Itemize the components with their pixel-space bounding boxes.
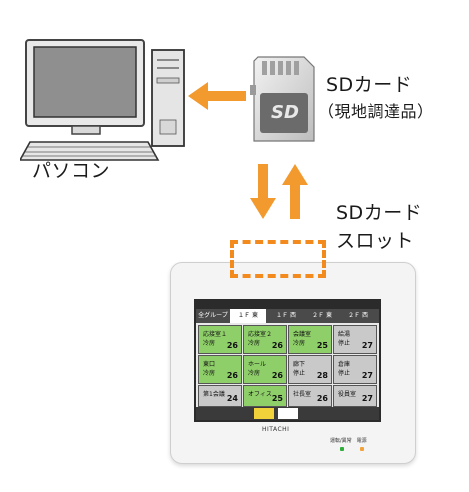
room-temp: 27 [361,394,373,403]
room-tile[interactable]: 社長室 26 [288,385,332,407]
room-temp: 28 [316,371,328,380]
room-name: 東口 [203,361,216,368]
room-name: 倉庫 [338,361,351,368]
controller-screen: 全グループ １Ｆ 東 １Ｆ 西 ２Ｆ 東 ２Ｆ 西 応接室１ 冷房 26 応接室… [194,299,381,422]
room-temp: 26 [226,371,238,380]
screen-tab-bar: 全グループ １Ｆ 東 １Ｆ 西 ２Ｆ 東 ２Ｆ 西 [196,309,379,323]
room-tile[interactable]: 応接室２ 冷房 26 [243,325,287,354]
room-name: 廊下 [293,361,306,368]
pc-label: パソコン [32,160,111,182]
room-temp: 26 [316,394,328,403]
arrow-left-icon [188,82,246,110]
room-tile[interactable]: 倉庫 停止 27 [333,355,377,384]
tab-all[interactable]: 全グループ [198,312,228,319]
led-green-icon [340,447,344,451]
room-state: 冷房 [203,340,216,347]
room-state: 冷房 [248,340,261,347]
screen-top-bar [196,301,379,309]
led-labels: 運転/異常 電源 [330,438,367,444]
room-name: 社長室 [293,391,312,398]
room-tile[interactable]: 役員室 27 [333,385,377,407]
tab-2f-west[interactable]: ２Ｆ 西 [348,312,368,319]
sd-card-icon [250,56,315,142]
room-state: 冷房 [203,370,216,377]
room-tile[interactable]: 会議室 冷房 25 [288,325,332,354]
slot-label-line2: スロット [336,230,415,252]
room-tile[interactable]: オフィス 25 [243,385,287,407]
room-temp: 26 [271,341,283,350]
brand-logo: HITACHI [262,426,290,433]
room-name: 第1会議 [203,391,225,398]
room-name: 役員室 [338,391,357,398]
led-orange-icon [360,447,364,451]
arrow-up-icon [282,164,308,219]
tab-1f-west[interactable]: １Ｆ 西 [276,312,296,319]
room-name: 給湯 [338,331,351,338]
room-temp: 24 [226,394,238,403]
sd-card-label: SDカード [326,74,413,96]
room-state: 冷房 [248,370,261,377]
room-state: 停止 [338,370,351,377]
room-tile[interactable]: 廊下 停止 28 [288,355,332,384]
tab-2f-east[interactable]: ２Ｆ 東 [312,312,332,319]
screen-bottom-bar [196,407,379,420]
screen-button[interactable] [278,408,298,419]
room-state: 停止 [293,370,306,377]
room-temp: 26 [271,371,283,380]
arrow-down-icon [250,164,276,219]
room-temp: 27 [361,341,373,350]
room-tile[interactable]: ホール 冷房 26 [243,355,287,384]
room-name: 応接室２ [248,331,273,338]
room-tile[interactable]: 給湯 停止 27 [333,325,377,354]
computer-icon [20,39,185,161]
room-temp: 25 [271,394,283,403]
room-temp: 25 [316,341,328,350]
room-state: 停止 [338,340,351,347]
room-temp: 27 [361,371,373,380]
room-tile[interactable]: 第1会議 24 [198,385,242,407]
room-tile[interactable]: 東口 冷房 26 [198,355,242,384]
room-temp: 26 [226,341,238,350]
room-name: 応接室１ [203,331,228,338]
tab-1f-east[interactable]: １Ｆ 東 [230,309,266,323]
screen-highlight-button[interactable] [254,408,274,419]
sd-card-note: （現地調達品） [318,102,434,121]
room-name: 会議室 [293,331,312,338]
sd-card-logo: SD [271,102,299,123]
room-state: 冷房 [293,340,306,347]
room-name: ホール [248,361,267,368]
room-name: オフィス [248,391,272,398]
slot-label-line1: SDカード [336,202,423,224]
room-tile[interactable]: 応接室１ 冷房 26 [198,325,242,354]
sd-slot-indicator [230,240,326,278]
